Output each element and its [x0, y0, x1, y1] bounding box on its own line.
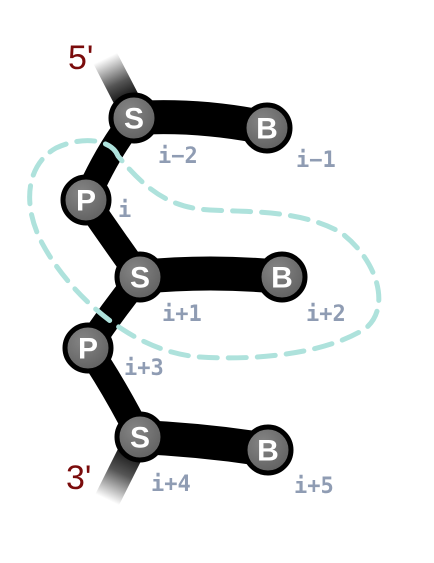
index-label-p2: i+3	[124, 356, 164, 381]
node-circle-p1	[60, 174, 112, 226]
index-label-s2: i+1	[162, 302, 202, 327]
node-circle-s2	[114, 251, 166, 303]
node-circle-s1	[108, 92, 160, 144]
node-letter-p2: P	[78, 333, 98, 366]
node-s3: S	[114, 411, 166, 463]
index-label-s1: i−2	[158, 144, 198, 169]
node-letter-s3: S	[130, 422, 150, 455]
node-p2: P	[62, 322, 114, 374]
three-prime-label: 3'	[66, 459, 91, 497]
node-circle-s3	[114, 411, 166, 463]
node-letter-s2: S	[130, 262, 150, 295]
index-label-b3: i+5	[294, 474, 334, 499]
index-label-p1: i	[118, 198, 131, 223]
dashed-loop	[27, 138, 382, 361]
index-label-b2: i+2	[306, 302, 346, 327]
node-letter-b1: B	[256, 113, 278, 146]
index-label-s3: i+4	[151, 472, 191, 497]
node-b1: B	[241, 102, 293, 154]
node-p1: P	[60, 174, 112, 226]
node-s1: S	[108, 92, 160, 144]
node-b2: B	[256, 251, 308, 303]
node-s2: S	[114, 251, 166, 303]
node-circle-b3	[242, 424, 294, 476]
five-prime-label: 5'	[68, 39, 93, 77]
node-letter-s1: S	[124, 103, 144, 136]
index-label-b1: i−1	[296, 148, 336, 173]
node-circle-b1	[241, 102, 293, 154]
node-circle-p2	[62, 322, 114, 374]
node-circle-b2	[256, 251, 308, 303]
node-letter-b2: B	[271, 262, 293, 295]
node-b3: B	[242, 424, 294, 476]
node-letter-b3: B	[257, 435, 279, 468]
node-letter-p1: P	[76, 185, 96, 218]
